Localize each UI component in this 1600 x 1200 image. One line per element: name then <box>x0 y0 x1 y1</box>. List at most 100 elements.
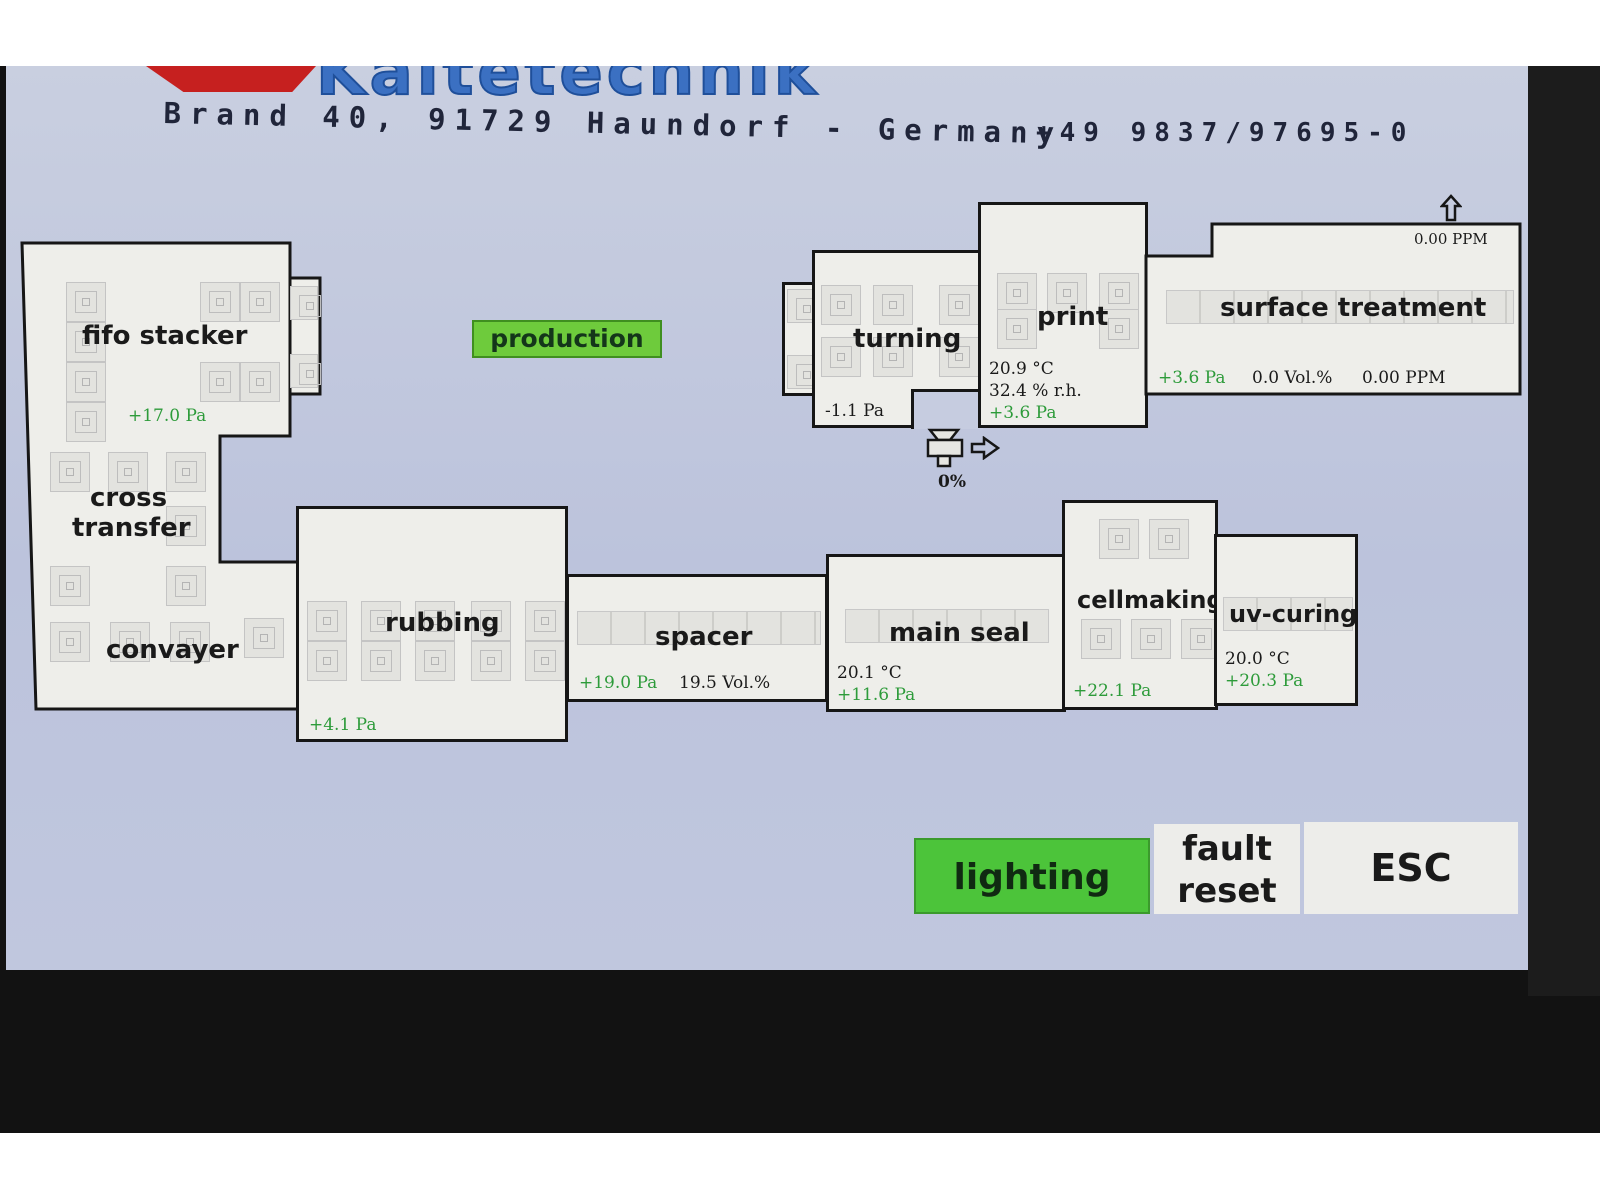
fault-reset-button[interactable]: fault reset <box>1154 824 1300 914</box>
zone-pressure: +19.0 Pa <box>579 673 658 693</box>
zone-label: convayer <box>106 635 239 665</box>
fault-reset-line2: reset <box>1177 871 1277 911</box>
station-unit <box>1149 519 1189 559</box>
station-unit <box>240 282 280 322</box>
valve-icon <box>926 428 964 468</box>
production-status-indicator: production <box>472 320 662 358</box>
station-unit <box>50 622 90 662</box>
zone-uv-curing[interactable]: uv-curing 20.0 °C +20.3 Pa <box>1214 534 1358 706</box>
company-logo-text: Kältetechnik <box>315 66 821 111</box>
station-unit <box>1131 619 1171 659</box>
station-unit <box>525 601 565 641</box>
turning-side-module <box>782 282 818 396</box>
zone-ppm-top: 0.00 PPM <box>1414 230 1488 248</box>
station-unit <box>307 641 347 681</box>
zone-label: spacer <box>655 622 753 652</box>
station-unit <box>50 566 90 606</box>
station-unit <box>471 641 511 681</box>
station-unit <box>290 286 321 320</box>
station-unit <box>873 285 913 325</box>
station-unit <box>415 601 455 641</box>
station-unit <box>108 452 148 492</box>
station-unit <box>200 282 240 322</box>
zone-turning[interactable]: turning -1.1 Pa <box>812 250 983 429</box>
zone-humidity: 32.4 % r.h. <box>989 381 1082 401</box>
station-unit <box>471 601 511 641</box>
station-unit <box>66 362 106 402</box>
surface-station-strip <box>1166 290 1514 324</box>
zone-pressure: +17.0 Pa <box>128 406 207 426</box>
zone-label: fifo stacker <box>82 321 248 351</box>
station-unit <box>170 622 210 662</box>
zone-label: uv-curing <box>1229 600 1358 628</box>
station-unit <box>1099 273 1139 313</box>
station-unit <box>50 452 90 492</box>
zone-label: cellmaking <box>1077 586 1224 614</box>
station-unit <box>307 601 347 641</box>
zone-spacer[interactable]: spacer +19.0 Pa 19.5 Vol.% <box>566 574 828 702</box>
station-unit <box>787 289 818 323</box>
zone-label-line1: cross <box>90 483 168 513</box>
zone-label: main seal <box>889 618 1030 648</box>
zone-main-seal[interactable]: main seal 20.1 °C +11.6 Pa <box>826 554 1066 712</box>
station-unit <box>361 641 401 681</box>
station-unit <box>166 566 206 606</box>
zone-pressure: -1.1 Pa <box>825 401 884 421</box>
station-unit <box>110 622 150 662</box>
station-unit <box>525 641 565 681</box>
station-unit <box>821 337 861 377</box>
station-unit <box>290 354 321 388</box>
zone-label: turning <box>853 324 962 354</box>
zone-label-line2: transfer <box>72 513 191 543</box>
lighting-button[interactable]: lighting <box>914 838 1150 914</box>
zone-rubbing[interactable]: rubbing +4.1 Pa <box>296 506 568 742</box>
zone-pressure: +3.6 Pa <box>1158 368 1226 388</box>
station-unit <box>1081 619 1121 659</box>
zone-label: print <box>1037 302 1109 332</box>
zone-pressure: +3.6 Pa <box>989 403 1057 423</box>
zone-temperature: 20.0 °C <box>1225 649 1290 669</box>
zone-pressure: +22.1 Pa <box>1073 681 1152 701</box>
zone-pressure: +11.6 Pa <box>837 685 916 705</box>
station-unit <box>66 322 106 362</box>
station-unit <box>873 337 913 377</box>
zone-temperature: 20.1 °C <box>837 663 902 683</box>
station-unit <box>240 362 280 402</box>
station-unit <box>166 506 206 546</box>
zone-label: surface treatment <box>1220 293 1487 323</box>
zone-print[interactable]: print 20.9 °C 32.4 % r.h. +3.6 Pa <box>978 202 1148 428</box>
station-unit <box>361 601 401 641</box>
zone-label: rubbing <box>385 608 500 638</box>
zone-cellmaking[interactable]: cellmaking +22.1 Pa <box>1062 500 1224 710</box>
zone-pressure: +20.3 Pa <box>1225 671 1304 691</box>
monitor-frame-right <box>1528 66 1600 996</box>
station-unit <box>1099 519 1139 559</box>
spacer-station-strip <box>577 611 821 645</box>
station-unit <box>66 282 106 322</box>
zone-ppm: 0.00 PPM <box>1362 368 1446 388</box>
station-unit <box>821 285 861 325</box>
arrow-up-icon <box>1440 194 1462 222</box>
station-unit <box>997 309 1037 349</box>
station-unit <box>939 285 979 325</box>
station-unit <box>1047 273 1087 313</box>
fault-reset-line1: fault <box>1182 829 1272 869</box>
turning-notch <box>911 389 983 429</box>
arrow-right-icon <box>970 436 1000 460</box>
station-unit <box>200 362 240 402</box>
zone-temperature: 20.9 °C <box>989 359 1054 379</box>
station-unit <box>415 641 455 681</box>
station-unit <box>1099 309 1139 349</box>
zone-pressure: +4.1 Pa <box>309 715 377 735</box>
station-unit <box>244 618 284 658</box>
station-unit <box>787 355 818 389</box>
station-unit <box>66 402 106 442</box>
uv-curing-station-strip <box>1223 597 1353 631</box>
main-seal-station-strip <box>845 609 1049 643</box>
hmi-screen: Kältetechnik Brand 40, 91729 Haundorf - … <box>6 66 1528 970</box>
station-unit <box>939 337 979 377</box>
zone-concentration: 0.0 Vol.% <box>1252 368 1333 388</box>
station-unit <box>166 452 206 492</box>
company-phone: +49 9837/97695-0 <box>1036 118 1415 148</box>
esc-button[interactable]: ESC <box>1304 822 1518 914</box>
